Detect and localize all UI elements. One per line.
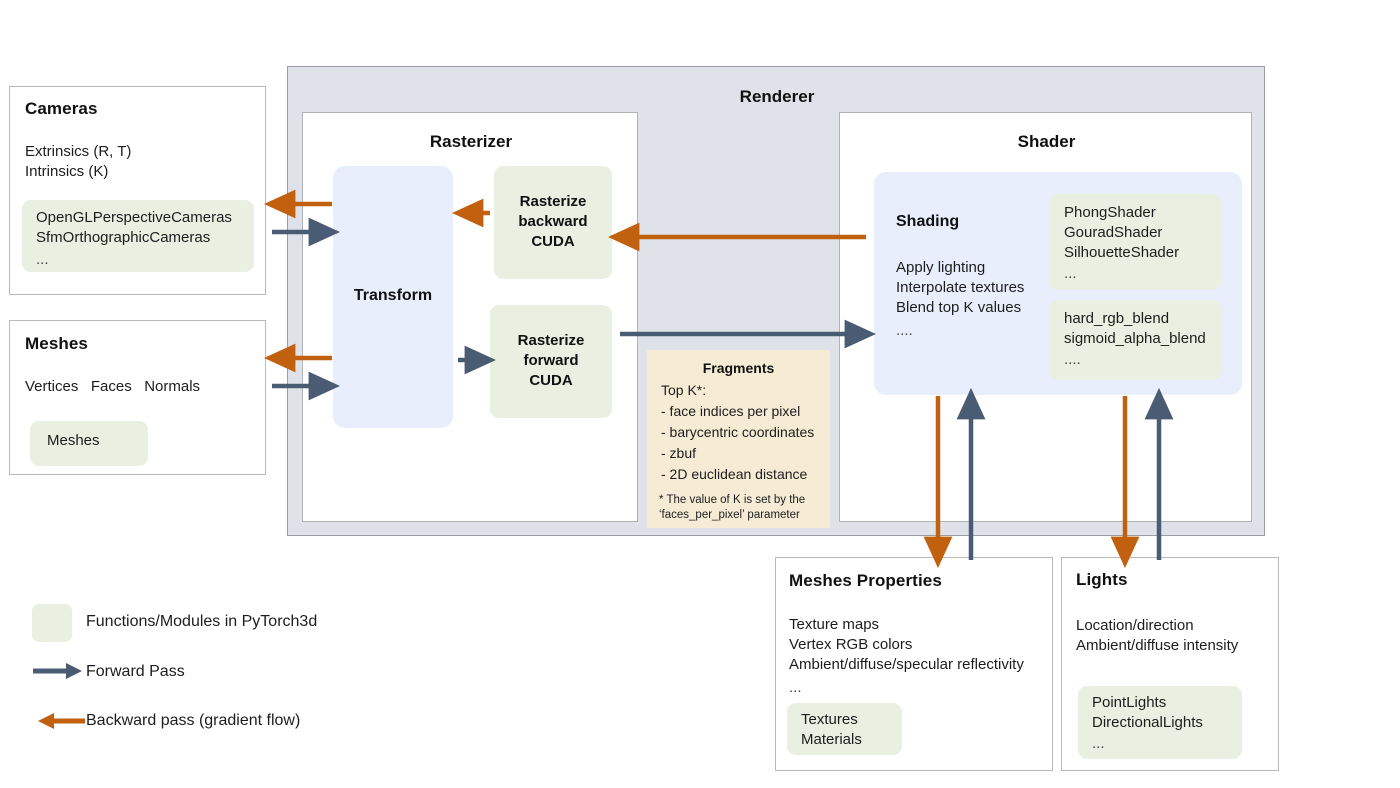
meshes-properties-title: Meshes Properties (789, 571, 942, 590)
light-class: PointLights (1092, 694, 1167, 711)
rasterize-forward-cuda-block[interactable]: Rasterize forward CUDA (490, 305, 612, 418)
legend-backward-label: Backward pass (gradient flow) (86, 712, 301, 729)
lights-attribute: Ambient/diffuse intensity (1076, 637, 1239, 654)
meshes-property: Ambient/diffuse/specular reflectivity (789, 656, 1024, 673)
shader-class: GouradShader (1064, 224, 1163, 241)
meshes-attribute: Vertices Faces Normals (25, 378, 201, 395)
meshes-properties-attributes: Texture maps Vertex RGB colors Ambient/d… (789, 615, 1024, 697)
rasterize-backward-text: Rasterize backward CUDA (494, 192, 612, 252)
blend-function: sigmoid_alpha_blend (1064, 330, 1206, 347)
fragments-note: * The value of K is set by the ‘faces_pe… (659, 493, 831, 523)
meshes-attributes: Vertices Faces Normals (25, 377, 200, 397)
rasterize-forward-line-3: CUDA (529, 372, 573, 389)
shading-title: Shading (896, 213, 960, 230)
mesh-class: Meshes (47, 432, 100, 449)
lights-classes-chip[interactable]: PointLights DirectionalLights ... (1078, 686, 1242, 759)
renderer-title: Renderer (739, 87, 815, 106)
meshes-title: Meshes (25, 334, 88, 353)
blend-functions-dots: .... (1064, 351, 1081, 368)
shading-block[interactable]: Shading Apply lighting Interpolate textu… (874, 172, 1242, 395)
shader-title: Shader (1017, 132, 1076, 151)
cameras-title: Cameras (25, 99, 98, 118)
camera-class: SfmOrthographicCameras (36, 229, 211, 246)
blend-functions-list: hard_rgb_blend sigmoid_alpha_blend .... (1064, 309, 1206, 369)
rasterize-backward-line-1: Rasterize (519, 193, 587, 210)
meshes-property-class: Textures (801, 711, 858, 728)
cameras-panel: Cameras Extrinsics (R, T) Intrinsics (K)… (9, 86, 266, 295)
meshes-properties-dots: ... (789, 679, 802, 696)
cameras-attribute: Intrinsics (K) (25, 163, 109, 180)
shading-dots: .... (896, 322, 913, 339)
meshes-properties-chip-list: Textures Materials (801, 710, 862, 750)
cameras-classes-list: OpenGLPerspectiveCameras SfmOrthographic… (36, 208, 232, 269)
camera-class: OpenGLPerspectiveCameras (36, 209, 232, 226)
rasterizer-title: Rasterizer (429, 132, 513, 151)
rasterize-backward-line-2: backward (518, 213, 588, 230)
cameras-classes-dots: ... (36, 251, 49, 268)
shading-line: Apply lighting (896, 259, 986, 276)
fragments-box: Fragments Top K*: - face indices per pix… (647, 350, 830, 528)
rasterize-backward-cuda-block[interactable]: Rasterize backward CUDA (494, 166, 612, 279)
fragments-item: - 2D euclidean distance (661, 466, 808, 482)
fragments-item: - face indices per pixel (661, 403, 801, 419)
fragments-title: Fragments (702, 360, 775, 376)
fragments-list: Top K*: - face indices per pixel - baryc… (661, 380, 836, 485)
lights-classes-list: PointLights DirectionalLights ... (1092, 693, 1203, 753)
rasterize-forward-line-1: Rasterize (517, 332, 585, 349)
light-class: DirectionalLights (1092, 714, 1203, 731)
meshes-classes-list: Meshes (47, 431, 100, 451)
legend-backward-arrow-icon (38, 713, 85, 729)
legend-forward-arrow-icon (33, 663, 82, 679)
lights-classes-dots: ... (1092, 735, 1105, 752)
rasterize-forward-text: Rasterize forward CUDA (490, 331, 612, 391)
shading-description: Apply lighting Interpolate textures Blen… (896, 258, 1066, 340)
shader-classes-chip[interactable]: PhongShader GouradShader SilhouetteShade… (1049, 194, 1221, 290)
cameras-attribute: Extrinsics (R, T) (25, 143, 132, 160)
meshes-classes-chip[interactable]: Meshes (30, 421, 148, 466)
rasterize-forward-line-2: forward (523, 352, 579, 369)
lights-attribute: Location/direction (1076, 617, 1194, 634)
lights-panel: Lights Location/direction Ambient/diffus… (1061, 557, 1279, 771)
blend-functions-chip[interactable]: hard_rgb_blend sigmoid_alpha_blend .... (1049, 300, 1221, 380)
fragments-item: - barycentric coordinates (661, 424, 815, 440)
legend-forward-label: Forward Pass (86, 663, 185, 680)
meshes-properties-panel: Meshes Properties Texture maps Vertex RG… (775, 557, 1053, 771)
cameras-attributes: Extrinsics (R, T) Intrinsics (K) (25, 142, 131, 182)
rasterize-backward-line-3: CUDA (531, 233, 575, 250)
shading-line: Blend top K values (896, 299, 1022, 316)
legend: Functions/Modules in PyTorch3d Forward P… (30, 600, 450, 745)
transform-block[interactable]: Transform (333, 166, 453, 428)
legend-module-swatch (32, 604, 72, 642)
shader-classes-dots: ... (1064, 265, 1077, 282)
shader-class: SilhouetteShader (1064, 244, 1180, 261)
fragments-item: - zbuf (661, 445, 697, 461)
shader-classes-list: PhongShader GouradShader SilhouetteShade… (1064, 203, 1179, 283)
meshes-property-class: Materials (801, 731, 862, 748)
fragments-note-line-1: * The value of K is set by the (659, 494, 806, 506)
transform-label: Transform (353, 287, 433, 304)
meshes-property: Texture maps (789, 616, 880, 633)
fragments-lead: Top K*: (661, 382, 707, 398)
meshes-panel: Meshes Vertices Faces Normals Meshes (9, 320, 266, 475)
meshes-properties-chip[interactable]: Textures Materials (787, 703, 902, 755)
shader-class: PhongShader (1064, 204, 1156, 221)
meshes-property: Vertex RGB colors (789, 636, 913, 653)
fragments-note-line-2: ‘faces_per_pixel’ parameter (659, 509, 800, 521)
blend-function: hard_rgb_blend (1064, 310, 1170, 327)
legend-module-label: Functions/Modules in PyTorch3d (86, 613, 318, 630)
cameras-classes-chip[interactable]: OpenGLPerspectiveCameras SfmOrthographic… (22, 200, 254, 272)
shading-line: Interpolate textures (896, 279, 1025, 296)
lights-title: Lights (1076, 570, 1128, 589)
lights-attributes: Location/direction Ambient/diffuse inten… (1076, 616, 1238, 656)
